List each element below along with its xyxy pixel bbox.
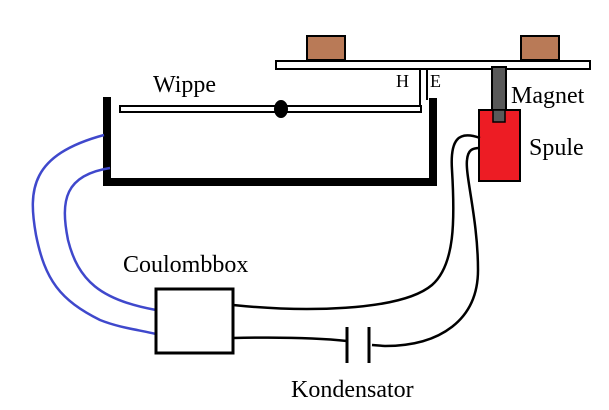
magnet-in-coil bbox=[492, 109, 506, 123]
black-wire-lower bbox=[232, 336, 348, 343]
weight-right bbox=[520, 35, 560, 61]
label-spule: Spule bbox=[529, 135, 584, 161]
blue-wire-outer bbox=[31, 133, 157, 336]
weight-left bbox=[306, 35, 346, 61]
black-wire-upper bbox=[232, 134, 481, 311]
blue-wire-inner bbox=[63, 166, 157, 312]
pivot bbox=[274, 100, 288, 118]
label-coulombbox: Coulombbox bbox=[123, 252, 248, 278]
coulombbox bbox=[154, 287, 235, 355]
label-h: H bbox=[396, 71, 409, 91]
label-magnet: Magnet bbox=[511, 83, 585, 109]
label-kondensator: Kondensator bbox=[291, 377, 414, 403]
wippe-seesaw bbox=[119, 105, 422, 113]
trough bbox=[103, 97, 437, 186]
black-wire-return bbox=[371, 146, 481, 348]
balance-beam bbox=[275, 60, 591, 70]
label-wippe: Wippe bbox=[153, 72, 216, 98]
label-e: E bbox=[430, 71, 441, 91]
